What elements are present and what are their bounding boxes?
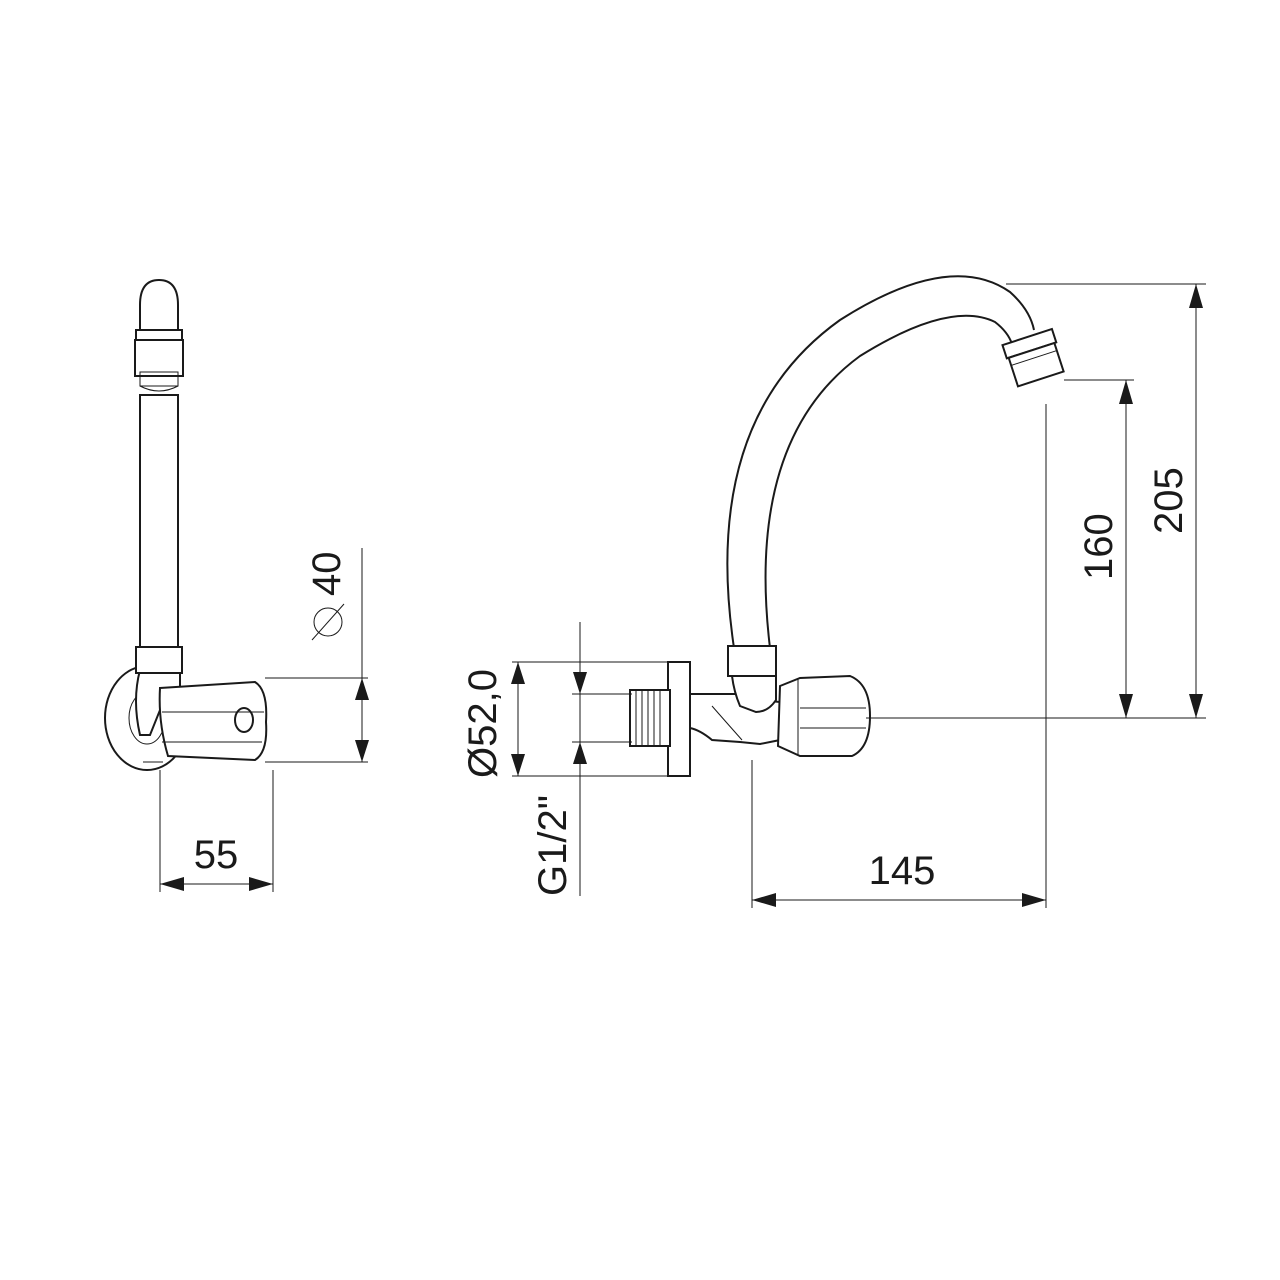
front-swivel-collar — [727, 645, 777, 677]
front-aerator-body — [1007, 341, 1065, 388]
dim-55-label: 55 — [194, 833, 239, 877]
dim-160-arrow-top — [1119, 380, 1133, 404]
dim-52-label: Ø52,0 — [461, 669, 505, 778]
side-handle-screw — [234, 707, 254, 733]
dim-55-arrow-right — [249, 877, 273, 891]
side-spout-tube — [139, 394, 179, 651]
front-spout-inner — [764, 314, 1013, 649]
diameter-symbol-circle — [313, 607, 343, 637]
front-thread-lines — [635, 690, 661, 746]
front-thread — [629, 689, 671, 747]
diameter-symbol: Ø — [461, 747, 505, 778]
front-handle — [776, 674, 872, 757]
dim-40-arrow-top — [355, 678, 369, 700]
dim-52-arrow-bottom — [511, 754, 525, 776]
dim-55-arrow-left — [160, 877, 184, 891]
side-aerator-ring-1 — [135, 329, 183, 341]
front-elbow — [730, 675, 777, 714]
side-view: 40 55 — [104, 278, 369, 892]
side-aerator-body — [134, 339, 184, 377]
dim-160-label: 160 — [1077, 513, 1121, 580]
side-spout-tip — [139, 278, 179, 331]
diameter-40-label: 40 — [305, 552, 349, 597]
side-handle — [158, 680, 268, 762]
dim-205-label: 205 — [1147, 467, 1191, 534]
front-spout-outer — [726, 275, 1035, 649]
dim-g12-label: G1/2" — [531, 795, 575, 896]
dim-205-arrow-top — [1189, 284, 1203, 308]
front-body-contour — [711, 705, 743, 741]
front-view: Ø52,0 G1/2" 145 160 205 — [461, 275, 1206, 908]
side-aerator-mesh — [139, 371, 179, 387]
front-wall-flange — [667, 661, 691, 777]
front-aerator — [1001, 327, 1065, 388]
dim-205-arrow-bottom — [1189, 694, 1203, 718]
diameter-40-annotation: 40 — [305, 552, 349, 641]
dim-40-arrow-bottom — [355, 740, 369, 762]
dim-145-arrow-left — [752, 893, 776, 907]
side-swivel-collar — [135, 646, 183, 674]
dim-g12-arrow-bottom — [573, 742, 587, 764]
dim-160-arrow-bottom — [1119, 694, 1133, 718]
side-aerator-bottom — [139, 385, 179, 392]
dim-52-value: 52,0 — [461, 669, 505, 747]
dim-g12-arrow-top — [573, 672, 587, 694]
front-aerator-line — [1011, 350, 1057, 366]
dim-145-arrow-right — [1022, 893, 1046, 907]
dim-52-arrow-top — [511, 662, 525, 684]
dim-145-label: 145 — [869, 849, 936, 893]
diameter-symbol-slash — [311, 603, 345, 641]
